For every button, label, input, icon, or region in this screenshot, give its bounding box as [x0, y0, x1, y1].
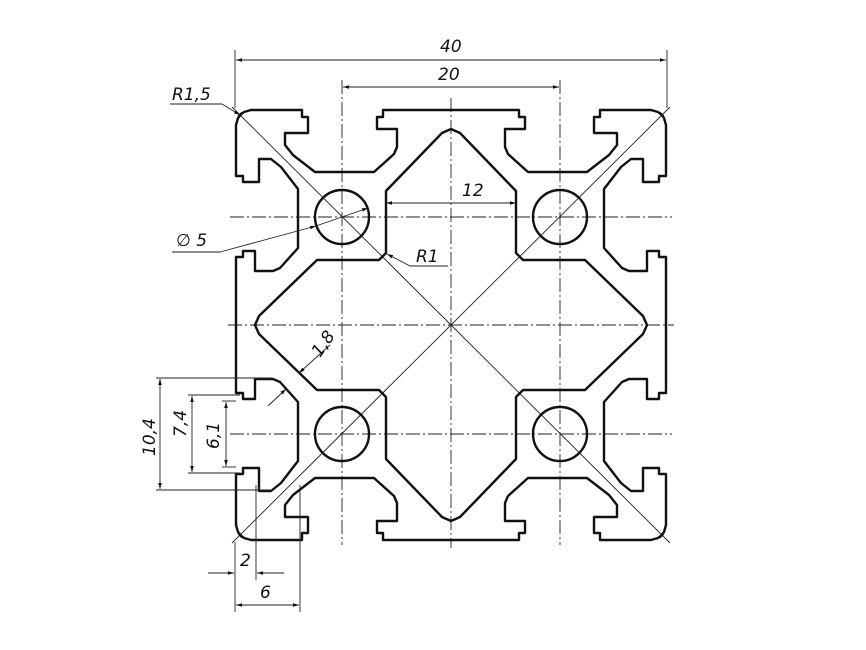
- dim-label-6-1: 6,1: [204, 422, 224, 449]
- hole-bottom-left: [313, 405, 371, 463]
- dimension-2: 2: [208, 485, 284, 612]
- dim-label-r1-5: R1,5: [172, 85, 211, 105]
- diagonal-line-2: [231, 106, 671, 544]
- dim-label-7-4: 7,4: [171, 410, 191, 437]
- profile-outer-contour: [234, 108, 668, 542]
- dimension-diameter-5: ∅ 5: [172, 207, 369, 253]
- hole-top-right: [531, 188, 589, 246]
- hole-top-left: [313, 188, 371, 246]
- dim-label-12: 12: [462, 181, 484, 201]
- hole-bottom-right: [531, 405, 589, 463]
- dim-label-1-8: 1,8: [308, 327, 340, 361]
- dim-label-r1: R1: [416, 247, 439, 267]
- dimension-12: 12: [386, 181, 516, 205]
- dim-label-diameter-5: ∅ 5: [176, 231, 207, 251]
- dimension-10-4: 10,4: [140, 377, 272, 491]
- profile-center-hollow: [253, 127, 649, 523]
- dimension-6-1: 6,1: [204, 400, 236, 468]
- dimension-1-8: 1,8: [267, 327, 340, 407]
- dimension-r1-5: R1,5: [170, 85, 241, 116]
- center-lines: [228, 80, 674, 548]
- dim-label-2: 2: [240, 551, 251, 571]
- dim-label-10-4: 10,4: [140, 418, 160, 456]
- dimension-40: 40: [234, 37, 668, 108]
- dim-label-6: 6: [260, 583, 271, 603]
- dim-label-20: 20: [438, 65, 460, 85]
- dimension-r1: R1: [386, 247, 448, 267]
- dim-label-40: 40: [440, 37, 462, 57]
- dimension-20: 20: [343, 65, 559, 89]
- dimension-6: 6: [236, 485, 301, 612]
- dimension-7-4: 7,4: [171, 394, 240, 474]
